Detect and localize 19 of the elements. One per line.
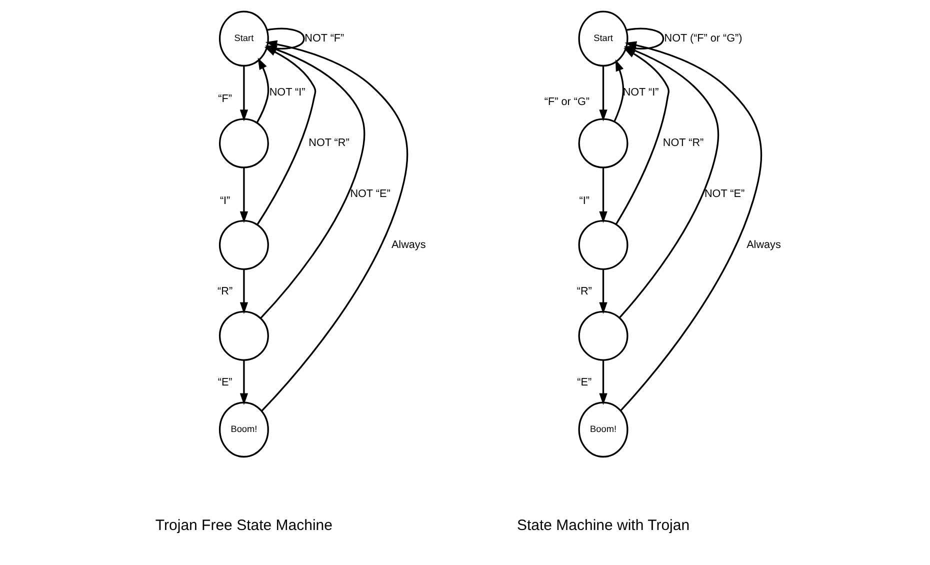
edge-label: “F” (218, 93, 232, 106)
edge-label: “I” (219, 194, 230, 207)
edge-label: NOT “I” (268, 86, 305, 98)
label: Trojan Free State Machine (154, 517, 332, 534)
edge-label: “E” (217, 376, 232, 389)
edge-label: Always (390, 238, 426, 251)
edge-label: NOT “F” (304, 32, 344, 44)
edge-label: “R” (576, 286, 592, 298)
edge-label: “E” (576, 376, 592, 389)
edge-label: “F” or “G” (544, 96, 590, 108)
edge-label: “I” (578, 194, 589, 207)
edge-label: Always (746, 238, 780, 251)
edge-label: NOT “R” (662, 137, 704, 150)
edge-label: NOT (“F” or “G”) (664, 32, 742, 44)
label: State Machine with Trojan (516, 517, 690, 534)
edge-label: “R” (217, 286, 232, 298)
edge-label: NOT “R” (308, 137, 349, 150)
edge-label: NOT “E” (704, 188, 744, 200)
edge-label: NOT “E” (350, 188, 390, 200)
